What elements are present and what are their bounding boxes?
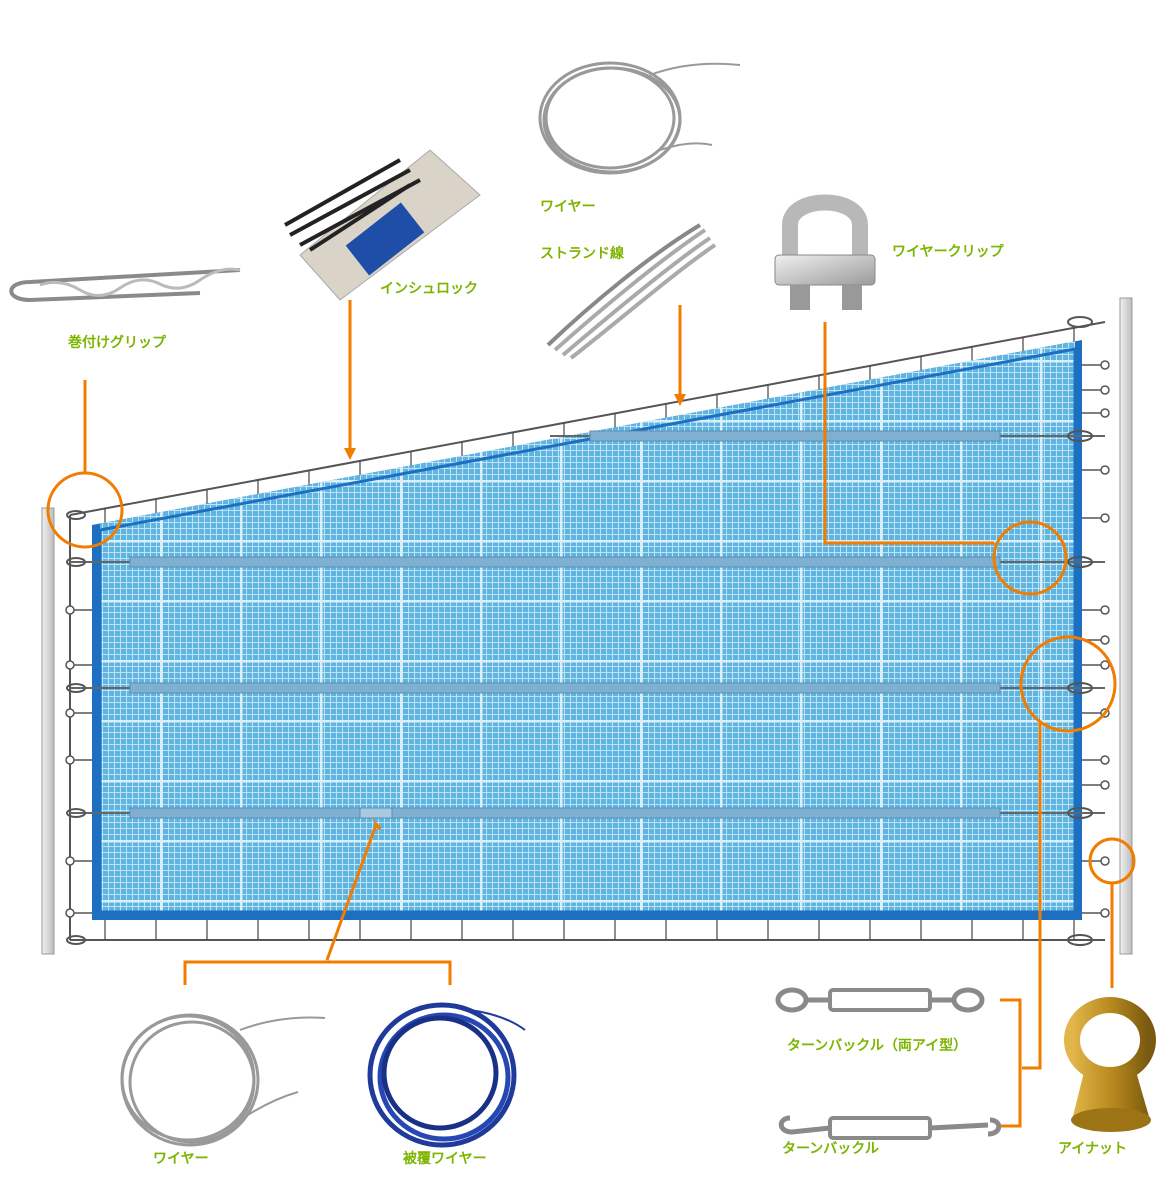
wire-coil-icon [538,61,741,175]
label-eye-nut: アイナット [1058,1141,1127,1157]
label-wire-top: ワイヤー [540,199,596,215]
safety-net [92,340,1082,920]
left-post [41,507,55,955]
label-turnbuckle: ターンバックル [782,1141,879,1157]
turnbuckle-eye-icon [775,987,985,1013]
right-post [1119,297,1133,955]
coated-wire-coil-icon [367,1002,526,1148]
eye-nut-icon [1064,997,1156,1132]
perimeter-wire [69,321,1106,941]
label-wrap-grip: 巻付けグリップ [68,334,167,351]
wrap-grip-icon [9,267,241,302]
right-hardware [1067,316,1093,946]
turnbuckle-hook-icon [778,1115,1002,1140]
wire-clip-icon [774,194,876,310]
label-strand: ストランド線 [540,245,624,262]
support-wires [70,430,1105,819]
label-coated-wire: 被覆ワイヤー [403,1150,487,1167]
strand-wire-icon [546,223,717,360]
label-wire-clip: ワイヤークリップ [892,244,1005,260]
callout-lines [46,300,1136,1128]
label-turnbuckle-eye: ターンバックル（両アイ型） [787,1037,967,1054]
wire-coil-icon [120,1013,326,1147]
net-lacing [104,327,1075,940]
left-hardware [66,510,86,945]
label-insulok: インシュロック [380,281,478,297]
insulok-icon [284,149,481,301]
label-wire-bottom: ワイヤー [153,1151,209,1167]
